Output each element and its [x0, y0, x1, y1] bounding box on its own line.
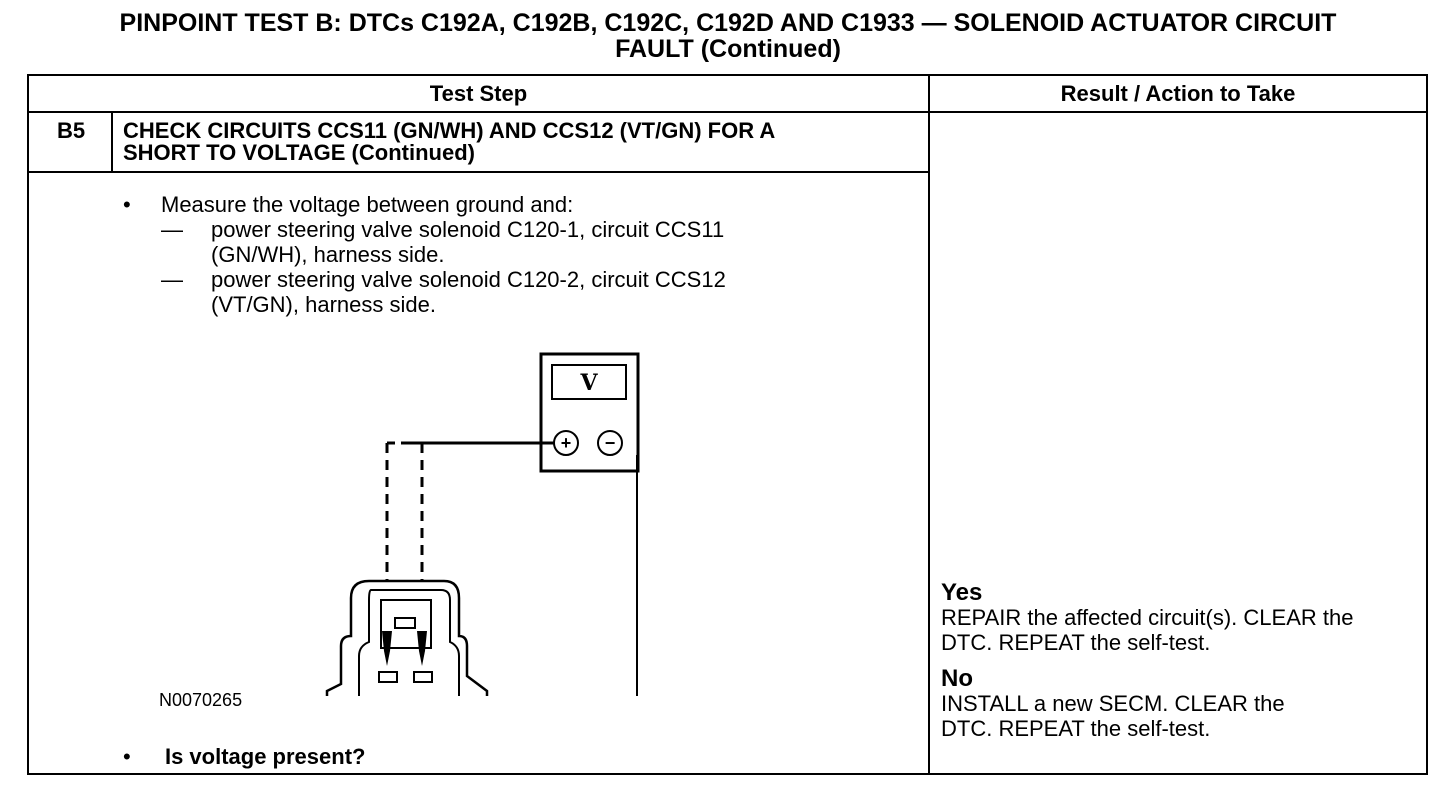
step-title-divider [29, 171, 929, 173]
result-no-label: No [941, 665, 973, 692]
terminal-pin-2 [413, 671, 433, 683]
negative-terminal-icon [597, 430, 623, 456]
voltmeter-display-symbol: V [579, 370, 598, 396]
result-yes-line-1: REPAIR the affected circuit(s). CLEAR th… [941, 605, 1354, 630]
sub-item-2-line-2: (VT/GN), harness side. [211, 292, 436, 317]
step-id: B5 [56, 118, 86, 143]
dash-mark: — [161, 217, 183, 242]
title-line-1: PINPOINT TEST B: DTCs C192A, C192B, C192… [119, 9, 1337, 37]
negative-terminal-label: − [605, 433, 616, 453]
instruction-bullet: • Measure the voltage between ground and… [123, 192, 726, 217]
instruction-block: • Measure the voltage between ground and… [123, 192, 726, 317]
result-yes-label: Yes [941, 579, 983, 606]
positive-terminal-label: + [561, 433, 572, 453]
terminal-pin-1 [378, 671, 398, 683]
result-no-line-2: DTC. REPEAT the self-test. [941, 716, 1211, 741]
result-no: No INSTALL a new SECM. CLEAR the DTC. RE… [941, 666, 1285, 741]
pinpoint-test-table: Test Step Result / Action to Take B5 CHE… [27, 74, 1428, 775]
page-title: PINPOINT TEST B: DTCs C192A, C192B, C192… [0, 10, 1456, 62]
step-title-line-1: CHECK CIRCUITS CCS11 (GN/WH) AND CCS12 (… [123, 118, 776, 143]
step-id-divider [111, 112, 113, 172]
figure-id: N0070265 [159, 690, 243, 710]
question-text: Is voltage present? [164, 744, 366, 769]
sub-item-2: — power steering valve solenoid C120-2, … [123, 267, 726, 292]
step-title-line-2: SHORT TO VOLTAGE (Continued) [123, 140, 475, 165]
bullet-mark: • [123, 192, 131, 217]
column-divider [928, 76, 930, 773]
voltmeter-display [551, 364, 627, 400]
probe-1-tip-icon [382, 631, 392, 666]
header-result-action: Result / Action to Take [1060, 81, 1296, 106]
bullet-mark: • [123, 744, 131, 769]
result-no-line-1: INSTALL a new SECM. CLEAR the [941, 691, 1285, 716]
sub-item-1: — power steering valve solenoid C120-1, … [123, 217, 726, 242]
result-yes-line-2: DTC. REPEAT the self-test. [941, 630, 1211, 655]
dash-mark: — [161, 267, 183, 292]
result-yes: Yes REPAIR the affected circuit(s). CLEA… [941, 580, 1353, 655]
title-line-2: FAULT (Continued) [615, 35, 841, 63]
header-divider [29, 111, 1426, 113]
sub-item-1-cont: (GN/WH), harness side. [123, 242, 726, 267]
sub-item-1-line-2: (GN/WH), harness side. [211, 242, 445, 267]
instruction-text: Measure the voltage between ground and: [161, 192, 574, 217]
voltmeter-connector-diagram: V + − [325, 352, 640, 696]
step-title: CHECK CIRCUITS CCS11 (GN/WH) AND CCS12 (… [123, 120, 923, 164]
probe-2-tip-icon [417, 631, 427, 666]
header-test-step: Test Step [429, 81, 528, 106]
sub-item-1-line-1: power steering valve solenoid C120-1, ci… [211, 217, 725, 242]
sub-item-2-line-1: power steering valve solenoid C120-2, ci… [211, 267, 726, 292]
question-bullet: • Is voltage present? [123, 744, 365, 770]
sub-item-2-cont: (VT/GN), harness side. [123, 292, 726, 317]
